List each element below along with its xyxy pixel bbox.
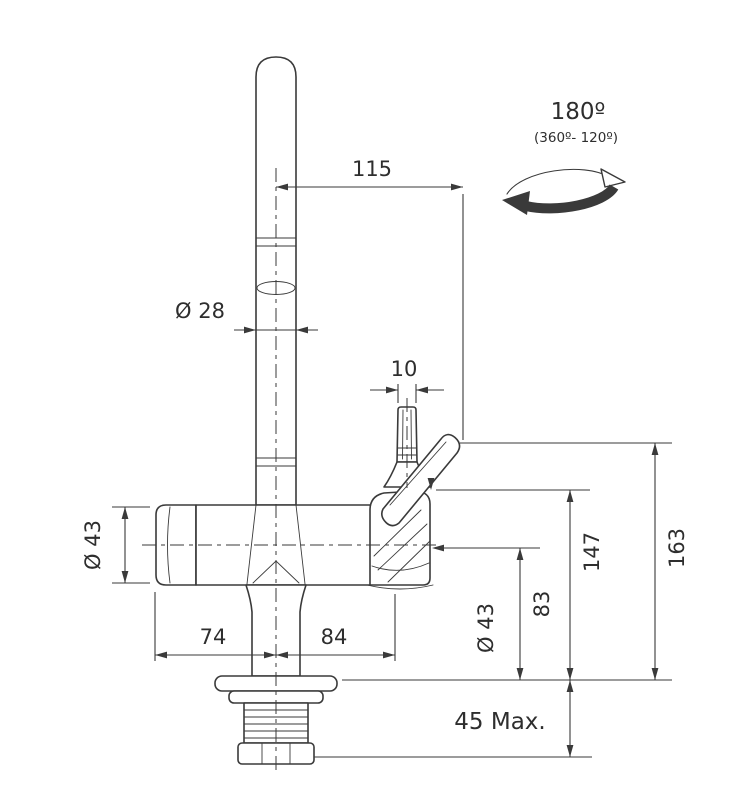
lever-handle <box>380 433 461 527</box>
tube-flare-left <box>246 504 257 585</box>
dim-offset-right-label: 84 <box>321 625 348 649</box>
arrowhead <box>566 680 574 692</box>
dim-outlet-height-label: 83 <box>530 591 554 618</box>
arrowhead <box>276 651 288 659</box>
dim-spout-reach-label: 115 <box>352 157 392 181</box>
dim-spout-diameter-label: Ø 28 <box>175 299 225 323</box>
rotation-range-label: (360º- 120º) <box>534 130 618 146</box>
dimension-lever-height: 147 <box>427 478 604 680</box>
arrowhead <box>244 326 256 334</box>
body-left-cap-curve <box>167 506 171 584</box>
arrowhead <box>383 651 395 659</box>
faucet-drawing <box>142 56 461 775</box>
dimension-outlet-height: 83 Ø 43 <box>432 544 554 680</box>
arrowhead <box>276 183 288 191</box>
housing-contour <box>373 509 422 557</box>
housing-contour <box>377 523 428 571</box>
rotation-arrow-tail-icon <box>524 183 619 214</box>
dimension-max-thickness: 45 Max. <box>314 680 592 758</box>
arrowhead <box>516 548 524 560</box>
arrowhead <box>651 443 659 455</box>
arrowhead <box>651 668 659 680</box>
arrowhead <box>416 386 428 394</box>
arrowhead <box>451 183 463 191</box>
dim-total-height-label: 163 <box>665 528 689 568</box>
tube-flare-right <box>295 504 306 585</box>
arrowhead <box>566 668 574 680</box>
dim-valve-diameter-label: Ø 43 <box>474 603 498 653</box>
arrowhead <box>121 571 129 583</box>
dimension-total-height: 163 <box>460 442 689 680</box>
dim-max-thickness-label: 45 Max. <box>454 709 545 735</box>
dimension-lever-width: 10 <box>370 357 444 403</box>
arrowhead <box>566 745 574 757</box>
dimension-spout-reach: 115 <box>276 157 464 440</box>
dim-lever-height-label: 147 <box>580 532 604 572</box>
housing-skirt <box>366 584 434 590</box>
rotation-open-arrowhead-icon <box>600 168 626 188</box>
arrowhead <box>155 651 167 659</box>
arrowhead <box>566 490 574 502</box>
dim-lever-width-label: 10 <box>391 357 418 381</box>
arrowhead <box>386 386 398 394</box>
arrowhead <box>296 326 308 334</box>
lever-rod-contour <box>410 409 412 460</box>
rotation-solid-arrowhead-icon <box>502 191 530 215</box>
rotation-callout: 180º (360º- 120º) <box>502 99 626 215</box>
dimension-body-diameter: Ø 43 <box>81 506 150 584</box>
arrowhead <box>427 478 435 490</box>
arrowhead <box>516 668 524 680</box>
dimension-base-offsets: 74 84 <box>154 592 396 661</box>
lever-handle-contour <box>389 441 447 506</box>
housing-contour <box>387 540 431 583</box>
dim-offset-left-label: 74 <box>200 625 227 649</box>
lever-rod-contour <box>402 409 404 460</box>
dimension-spout-diameter: Ø 28 <box>175 299 318 334</box>
dim-body-diameter-label: Ø 43 <box>81 520 105 570</box>
arrowhead <box>264 651 276 659</box>
rotation-arrow-icon <box>506 168 610 195</box>
rotation-angle-label: 180º <box>551 99 606 125</box>
arrowhead <box>121 507 129 519</box>
